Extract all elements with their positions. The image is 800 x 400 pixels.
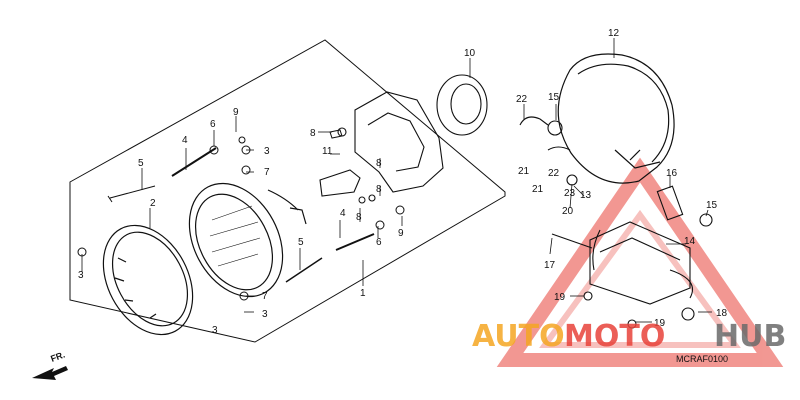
label-12: 12 [608,28,620,39]
mounting-bracket-parts [519,116,713,329]
label-3d: 3 [212,325,218,336]
label-18: 18 [716,308,728,319]
direction-label: FR. [49,350,66,364]
leader-lines [81,38,712,323]
label-21b: 21 [532,184,544,195]
label-8a: 8 [310,128,316,139]
drawing-code: MCRAF0100 [676,354,728,364]
label-8b: 8 [376,158,382,169]
watermark-logo: AUTO MOTO HUB [472,319,786,354]
callout-labels: 1 2 3 3 3 3 4 4 5 5 6 6 7 7 8 8 8 8 9 9 … [78,28,728,336]
watermark-moto: MOTO [564,319,665,354]
label-19a: 19 [554,292,566,303]
label-16: 16 [666,168,678,179]
label-3c: 3 [262,309,268,320]
label-9a: 9 [233,107,239,118]
label-9b: 9 [398,228,404,239]
headlight-bracket-part [319,74,488,202]
label-8c: 8 [376,184,382,195]
watermark-hub: HUB [714,319,786,354]
label-20: 20 [562,206,574,217]
headlight-case-part [557,53,675,184]
label-4b: 4 [340,208,346,219]
label-13: 13 [580,190,592,201]
watermark-auto: AUTO [472,319,565,354]
label-5b: 5 [298,237,304,248]
label-3a: 3 [78,270,84,281]
label-3b: 3 [264,146,270,157]
label-22b: 22 [548,168,560,179]
label-17: 17 [544,260,556,271]
label-15b: 15 [706,200,718,211]
label-7b: 7 [262,291,268,302]
label-2: 2 [150,198,156,209]
label-21a: 21 [518,166,530,177]
label-8d: 8 [356,212,362,223]
label-7a: 7 [264,167,270,178]
label-15a: 15 [548,92,560,103]
headlight-rim-part [102,224,194,336]
label-19b: 19 [654,318,666,329]
label-23: 23 [564,188,576,199]
headlight-unit-part [188,182,307,298]
label-6b: 6 [376,237,382,248]
label-10: 10 [464,48,476,59]
label-22a: 22 [516,94,528,105]
label-1: 1 [360,288,366,299]
front-direction-arrow: FR. [32,350,68,380]
assembly-box [69,39,506,343]
label-5a: 5 [138,158,144,169]
label-14: 14 [684,236,696,247]
label-4a: 4 [182,135,188,146]
watermark-triangle [496,157,784,367]
label-11: 11 [322,146,333,157]
label-6a: 6 [210,119,216,130]
